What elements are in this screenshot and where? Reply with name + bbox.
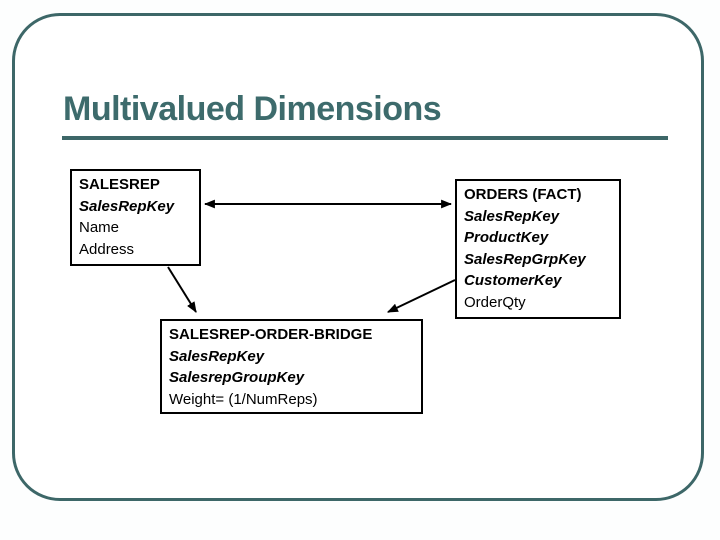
entity-bridge-field: Weight= (1/NumReps) <box>169 390 318 408</box>
entity-salesrep-field: Address <box>79 240 135 258</box>
entity-salesrep-order-bridge: SALESREP-ORDER-BRIDGE SalesRepKey Salesr… <box>160 319 423 414</box>
entity-salesrep-field: Name <box>79 219 120 236</box>
entity-orders-fact: ORDERS (FACT) SalesRepKey ProductKey Sal… <box>455 179 621 319</box>
entity-salesrep: SALESREP SalesRepKey Name Address <box>70 169 201 266</box>
entity-orders-key-field: CustomerKey <box>464 272 562 289</box>
entity-orders-name: ORDERS (FACT) <box>464 186 582 203</box>
entity-orders-key-field: ProductKey <box>464 229 549 246</box>
entity-orders-field: OrderQty <box>464 293 526 311</box>
entity-salesrep-name: SALESREP <box>79 176 160 193</box>
entity-bridge-key-field: SalesRepKey <box>169 347 265 365</box>
entity-orders-key-field: SalesRepKey <box>464 207 560 225</box>
slide-title: Multivalued Dimensions <box>63 90 442 128</box>
title-underline <box>62 136 668 140</box>
entity-bridge-key-field: SalesrepGroupKey <box>169 369 305 386</box>
entity-bridge-name: SALESREP-ORDER-BRIDGE <box>169 326 373 343</box>
entity-salesrep-key-field: SalesRepKey <box>79 197 175 215</box>
entity-orders-key-field: SalesRepGrpKey <box>464 250 586 268</box>
